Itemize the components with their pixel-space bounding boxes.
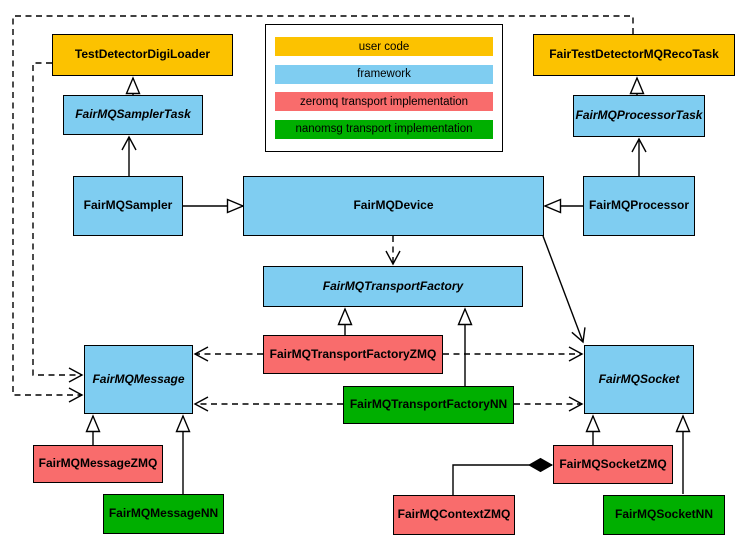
- node-fairmqtransportfactorynn: FairMQTransportFactoryNN: [343, 386, 514, 424]
- node-fairmqsocketzmq: FairMQSocketZMQ: [553, 445, 673, 484]
- node-fairmqsocket: FairMQSocket: [584, 345, 694, 414]
- node-fairmqdevice: FairMQDevice: [243, 176, 544, 236]
- node-fairmqtransportfactory: FairMQTransportFactory: [263, 266, 523, 307]
- node-fairmqsampler: FairMQSampler: [73, 176, 183, 236]
- node-fairtestdetectormqrecotask: FairTestDetectorMQRecoTask: [533, 34, 735, 76]
- edge-association-device-socket: [542, 235, 586, 344]
- node-testdetectordigiloader: TestDetectorDigiLoader: [52, 34, 233, 76]
- node-fairmqmessage: FairMQMessage: [84, 345, 193, 414]
- legend-item-zeromq: zeromq transport implementation: [275, 92, 493, 112]
- node-fairmqprocessortask: FairMQProcessorTask: [573, 95, 705, 137]
- legend-item-nanomsg: nanomsg transport implementation: [275, 119, 493, 139]
- node-fairmqprocessor: FairMQProcessor: [583, 176, 695, 236]
- legend-item-framework: framework: [275, 64, 493, 84]
- node-fairmqsamplertask: FairMQSamplerTask: [63, 95, 203, 135]
- legend-item-user-code: user code: [275, 37, 493, 57]
- node-fairmqmessagenn: FairMQMessageNN: [103, 494, 224, 534]
- node-fairmqtransportfactoryzmq: FairMQTransportFactoryZMQ: [263, 335, 443, 374]
- legend: user code framework zeromq transport imp…: [265, 24, 503, 152]
- node-fairmqcontextzmq: FairMQContextZMQ: [393, 495, 515, 535]
- node-fairmqsocketnn: FairMQSocketNN: [603, 495, 725, 535]
- edge-dependency-recotask-message: [12, 15, 634, 403]
- edge-composition-contextzmq-socketzmq: [452, 457, 554, 495]
- node-fairmqmessagezmq: FairMQMessageZMQ: [33, 445, 163, 483]
